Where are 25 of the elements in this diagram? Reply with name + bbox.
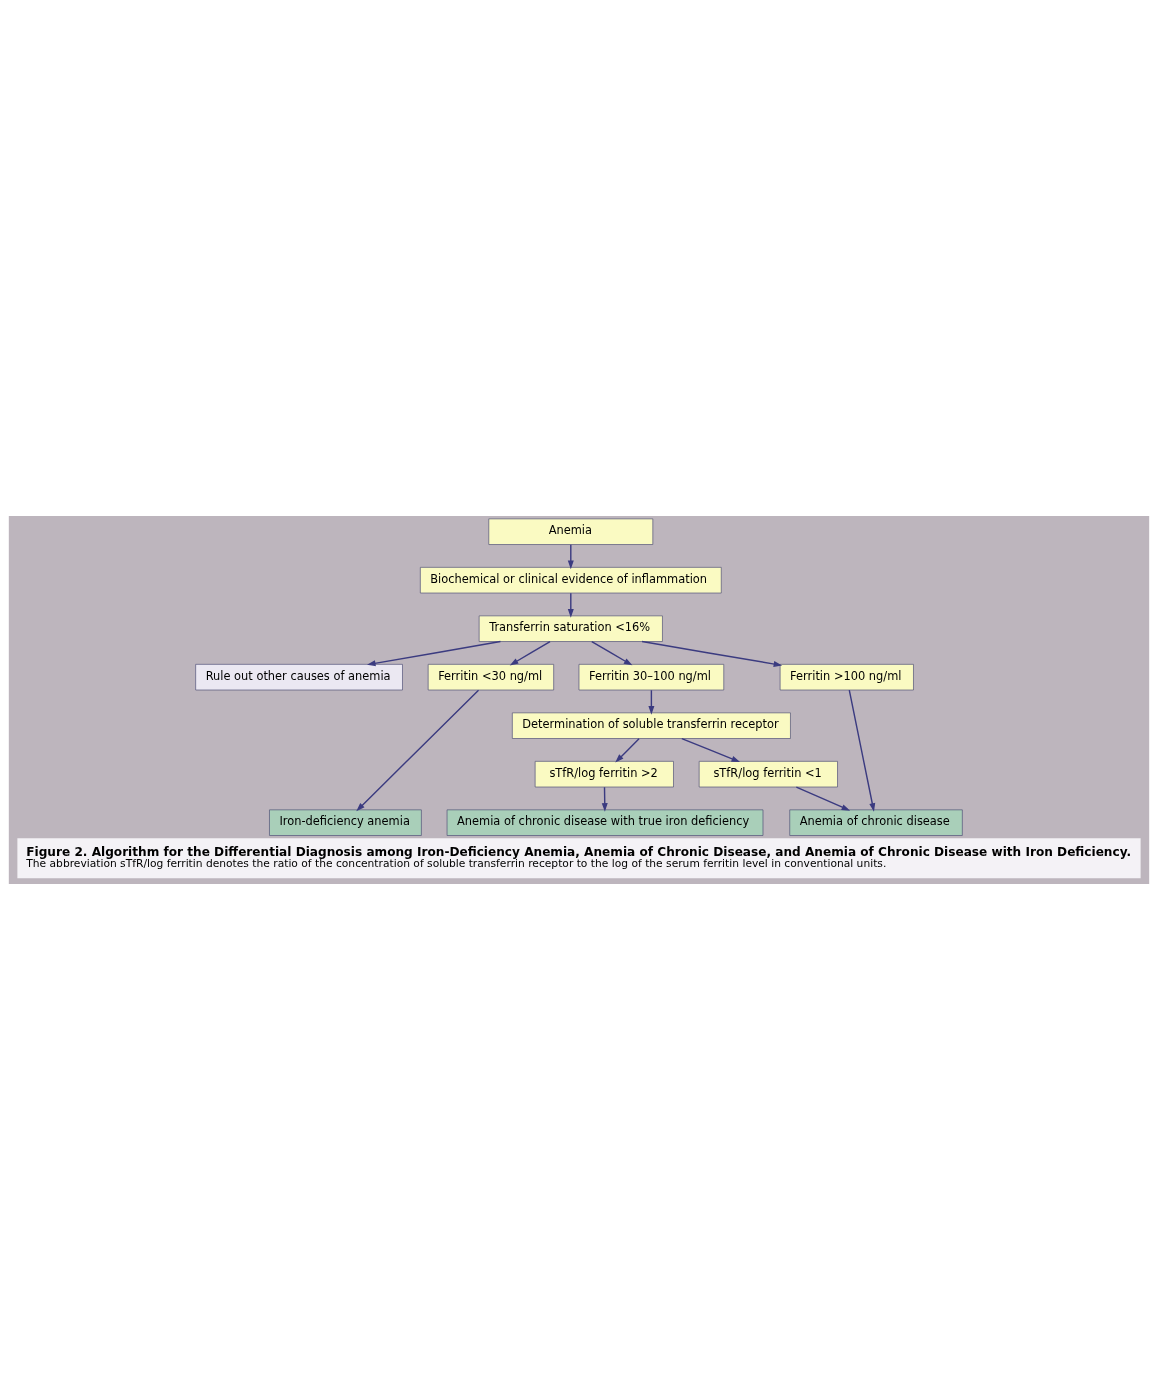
arrow: [795, 785, 851, 811]
arrow: [641, 640, 783, 667]
node-box: Anemia: [488, 518, 654, 545]
node-box: Ferritin <30 ng/ml: [427, 663, 555, 690]
arrow: [367, 640, 502, 666]
arrow: [591, 640, 633, 665]
node-box: Anemia of chronic disease: [789, 808, 963, 836]
diagram-title: Figure 2. Algorithm for the Differential Diagnosis among Iron-Deficiency Anemia, Anemia of Chronic Disease, and Anemia of Chronic Disease with Iron Deficiency.: [26, 844, 1132, 859]
node-box: sTfR/log ferritin <1: [698, 760, 838, 787]
arrow: [509, 640, 551, 665]
node-box: Iron-deficiency anemia: [269, 808, 422, 836]
arrow: [615, 737, 640, 763]
node-box: Anemia of chronic disease with true iron deficiency: [446, 808, 764, 836]
arrow: [681, 737, 741, 762]
node-box: Determination of soluble transferrin receptor: [511, 712, 791, 739]
arrow: [848, 688, 876, 812]
arrow: [356, 688, 480, 811]
arrow: [567, 592, 574, 618]
node-box: Rule out other causes of anemia: [195, 663, 403, 690]
node-box: Ferritin >100 ng/ml: [779, 663, 914, 690]
node-box: Ferritin 30–100 ng/ml: [578, 663, 725, 690]
node-box: Biochemical or clinical evidence of inflammation: [419, 566, 722, 593]
node-box: sTfR/log ferritin >2: [534, 760, 674, 787]
arrow: [567, 543, 574, 569]
node-box: Transferrin saturation <16%: [478, 615, 663, 642]
